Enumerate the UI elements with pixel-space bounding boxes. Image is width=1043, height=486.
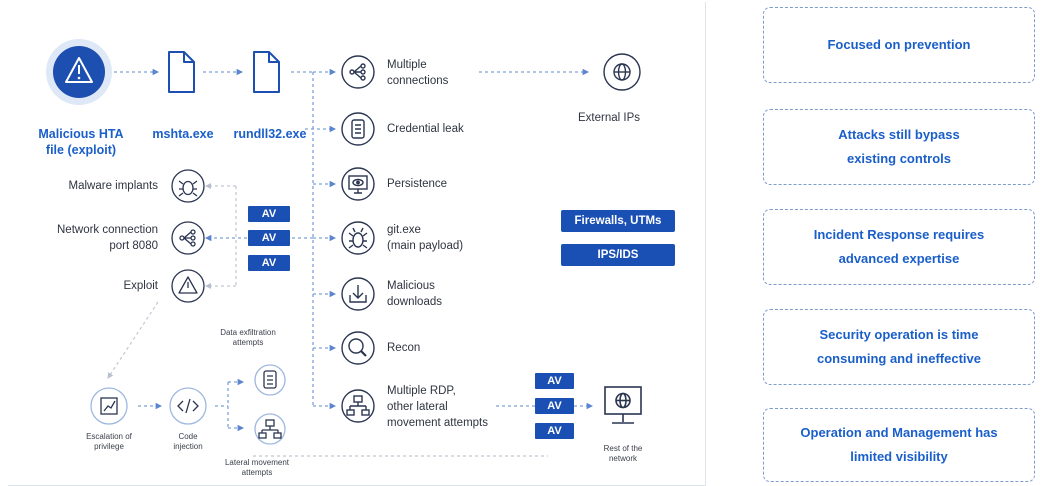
av-badge: AV [535,423,574,439]
network-nodes-icon [346,395,370,416]
secondary-connectors [107,183,548,457]
monitor-globe-icon [604,386,642,424]
mshta-label: mshta.exe [152,127,214,141]
av-badge: AV [248,255,290,271]
lateral-movement-small-label: Lateral movement attempts [224,458,290,477]
challenge-card-visibility: Operation and Management has limited vis… [763,408,1035,482]
malicious-hta-label: Malicious HTA file (exploit) [38,127,124,157]
code-injection-label: Code injection [173,432,203,451]
action-label-credential-leak: Credential leak [387,123,464,135]
warning-icon [178,276,198,294]
action-label-recon: Recon [387,342,421,354]
globe-icon [603,53,641,91]
bug-icon [178,180,198,197]
magnifier-icon [348,338,367,357]
malicious-hta-node [46,39,112,105]
challenge-card-bypass: Attacks still bypass existing controls [763,109,1035,185]
av-badge: AV [248,206,290,222]
attack-chain-panel: Malicious HTA file (exploit) mshta.exe r… [8,2,706,486]
bug-icon [348,227,368,249]
network-connection-label: Network connection port 8080 [57,224,158,252]
challenge-card-security-operation: Security operation is time consuming and… [763,309,1035,385]
action-label-persistence: Persistence [387,178,448,190]
av-badge: AV [248,230,290,246]
action-label-connections: Multiple connections [387,59,449,87]
firewalls-badge: Firewalls, UTMs [561,210,675,232]
file-icon [168,51,195,93]
monitor-eye-icon [348,175,368,194]
exploit-label: Exploit [123,280,158,292]
external-ips-label: External IPs [578,112,640,124]
code-icon [177,398,199,414]
rundll32-label: rundll32.exe [233,127,307,141]
file-icon [253,51,280,93]
chart-up-icon [100,397,118,415]
network-share-icon [179,229,196,247]
data-exfiltration-label: Data exfiltration attempts [220,328,276,347]
escalation-label: Escalation of privilege [86,432,132,451]
av-badge: AV [535,373,574,389]
scroll-document-icon [263,370,277,389]
left-side-icons [171,169,205,303]
scroll-document-icon [351,119,365,139]
action-icons [341,55,375,423]
malware-implants-label: Malware implants [68,180,158,192]
action-label-malicious-downloads: Malicious downloads [387,280,442,308]
attack-chain-diagram [46,39,642,457]
bottom-icons [90,364,286,445]
ips-ids-badge: IPS/IDS [561,244,675,266]
action-label-lateral-movement: Multiple RDP, other lateral movement att… [387,385,488,429]
network-nodes-icon [258,419,282,439]
challenge-card-incident-response: Incident Response requires advanced expe… [763,209,1035,285]
network-share-icon [349,63,366,81]
av-badge: AV [535,398,574,414]
action-label-git-exe: git.exe (main payload) [387,224,464,252]
challenge-card-prevention: Focused on prevention [763,7,1035,83]
rest-of-network-label: Rest of the network [603,444,643,463]
download-icon [349,285,367,303]
